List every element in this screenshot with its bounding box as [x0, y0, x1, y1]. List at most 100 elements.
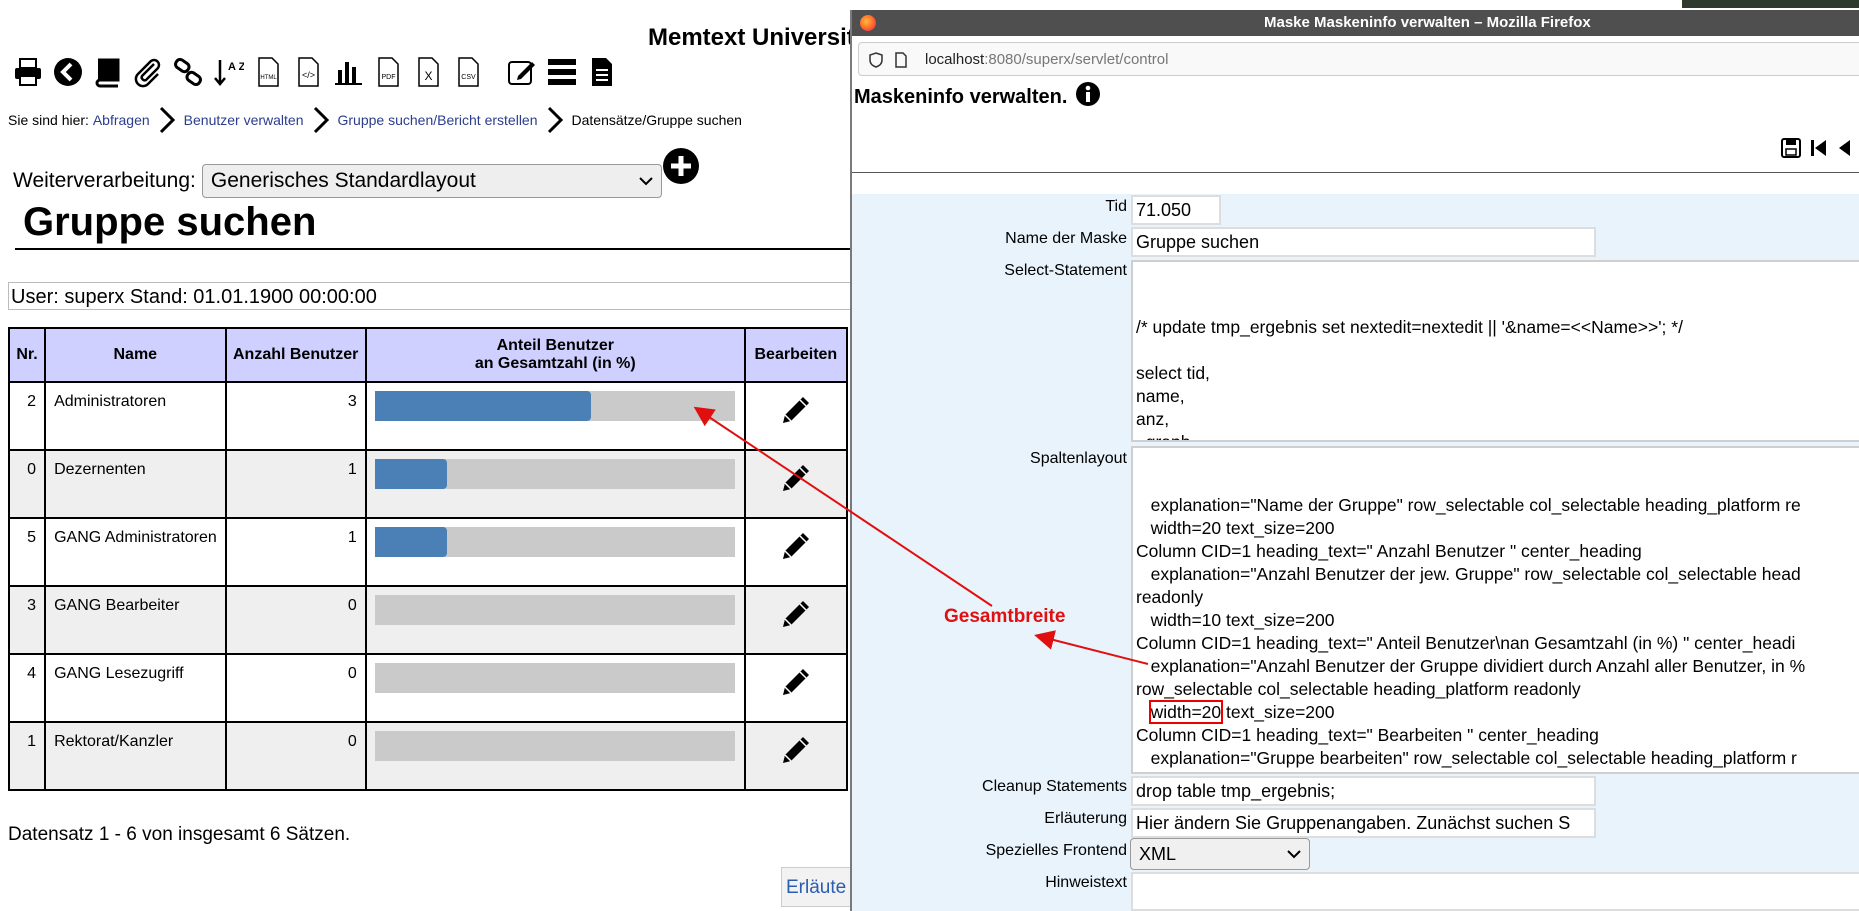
bar-track — [374, 663, 735, 693]
svg-text:A Z: A Z — [228, 61, 244, 73]
edit-form-icon[interactable] — [504, 54, 540, 90]
breadcrumb-prefix: Sie sind hier: — [8, 112, 89, 128]
table-header-row: Nr. Name Anzahl Benutzer Anteil Benutzer… — [7, 327, 849, 383]
breadcrumb-link-benutzer[interactable]: Benutzer verwalten — [183, 112, 304, 128]
save-icon[interactable] — [1780, 136, 1802, 160]
add-icon[interactable] — [662, 147, 700, 185]
pencil-icon[interactable] — [779, 665, 813, 699]
column-header-anzahl[interactable]: Anzahl Benutzer — [224, 327, 367, 383]
spalten-line: Column CID=1 heading_text=" Bearbeiten "… — [1136, 725, 1599, 745]
link-icon[interactable] — [170, 54, 206, 90]
shield-icon — [869, 52, 883, 68]
pencil-icon[interactable] — [779, 393, 813, 427]
cell-anzahl: 0 — [224, 585, 367, 655]
frontend-select[interactable]: XML — [1130, 838, 1310, 870]
background-window-edge — [1682, 0, 1859, 8]
weiterverarbeitung: Weiterverarbeitung: Generisches Standard… — [13, 164, 662, 198]
svg-text:HTML: HTML — [260, 75, 277, 81]
popup-heading-text: Maskeninfo verwalten. — [854, 86, 1068, 108]
cell-anteil — [364, 449, 746, 519]
paperclip-icon[interactable] — [130, 54, 166, 90]
csv-file-icon[interactable]: CSV — [450, 54, 486, 90]
breadcrumb-link-abfragen[interactable]: Abfragen — [92, 112, 150, 128]
hinweistext-field[interactable] — [1131, 872, 1859, 911]
back-icon[interactable] — [50, 54, 86, 90]
select-statement-textarea[interactable]: ——/* update tmp_ergebnis set nextedit=ne… — [1131, 260, 1859, 442]
tid-field[interactable]: 71.050 — [1131, 195, 1221, 225]
pdf-file-icon[interactable]: PDF — [370, 54, 406, 90]
print-icon[interactable] — [10, 54, 46, 90]
breadcrumb-link-gruppe[interactable]: Gruppe suchen/Bericht erstellen — [337, 112, 538, 128]
weiterverarbeitung-select[interactable]: Generisches Standardlayout — [201, 164, 662, 198]
url-bar[interactable]: localhost:8080/superx/servlet/control — [858, 42, 1859, 76]
cell-anteil — [364, 585, 746, 655]
document-icon[interactable] — [584, 54, 620, 90]
sort-az-icon[interactable]: A Z — [210, 54, 246, 90]
cell-nr: 1 — [7, 721, 47, 791]
breadcrumb-current: Datensätze/Gruppe suchen — [571, 112, 742, 128]
chevron-right-icon — [313, 106, 329, 134]
cell-bearbeiten — [743, 381, 849, 451]
svg-text:X: X — [424, 69, 432, 83]
weiterverarbeitung-label: Weiterverarbeitung: — [13, 169, 196, 192]
pencil-icon[interactable] — [779, 529, 813, 563]
select-line: anz, — [1136, 409, 1170, 429]
info-icon[interactable] — [1075, 81, 1101, 107]
excel-file-icon[interactable]: X — [410, 54, 446, 90]
firefox-icon — [860, 15, 876, 31]
bar-track — [374, 527, 735, 557]
pencil-icon[interactable] — [779, 733, 813, 767]
window-title: Maske Maskeninfo verwalten – Mozilla Fir… — [1264, 14, 1591, 31]
chevron-down-icon — [639, 177, 653, 186]
cell-name: GANG Bearbeiter — [44, 585, 227, 655]
chart-icon[interactable] — [330, 54, 366, 90]
cell-bearbeiten — [743, 653, 849, 723]
chevron-down-icon — [1287, 850, 1301, 859]
popup-heading: Maskeninfo verwalten. — [854, 81, 1101, 109]
previous-record-icon[interactable] — [1836, 136, 1858, 160]
cell-anteil — [364, 653, 746, 723]
spaltenlayout-textarea[interactable]: explanation="Name der Gruppe" row_select… — [1131, 446, 1859, 774]
book-icon[interactable] — [90, 54, 126, 90]
column-header-bearbeiten[interactable]: Bearbeiten — [743, 327, 849, 383]
xml-file-icon[interactable]: </> — [290, 54, 326, 90]
url-text: localhost:8080/superx/servlet/control — [925, 43, 1168, 77]
record-count: Datensatz 1 - 6 von insgesamt 6 Sätzen. — [8, 824, 351, 845]
pencil-icon[interactable] — [779, 597, 813, 631]
column-header-nr[interactable]: Nr. — [7, 327, 47, 383]
label-maskenname: Name der Maske — [1005, 230, 1127, 247]
erlaeuterung-field[interactable]: Hier ändern Sie Gruppenangaben. Zunächst… — [1131, 808, 1596, 838]
html-file-icon[interactable]: HTML — [250, 54, 286, 90]
url-path: :8080/superx/servlet/control — [984, 51, 1169, 68]
spalten-line: Column CID=1 heading_text=" Anzahl Benut… — [1136, 541, 1642, 561]
chevron-right-icon — [159, 106, 175, 134]
pencil-icon[interactable] — [779, 461, 813, 495]
line-rest: text_size=200 — [1221, 702, 1335, 722]
spalten-line: explanation="Anzahl Benutzer der Gruppe … — [1136, 656, 1806, 676]
list-icon[interactable] — [544, 54, 580, 90]
width-highlight: width=20 — [1148, 700, 1224, 724]
spalten-line: width=10 text_size=200 — [1136, 770, 1859, 772]
column-header-name[interactable]: Name — [44, 327, 227, 383]
cleanup-field[interactable]: drop table tmp_ergebnis; — [1131, 776, 1596, 806]
maskenname-field[interactable]: Gruppe suchen — [1131, 227, 1596, 257]
cell-anzahl: 0 — [224, 653, 367, 723]
spalten-line: width=20 text_size=200 — [1136, 700, 1859, 724]
frontend-value: XML — [1139, 843, 1177, 864]
popup-divider — [852, 172, 1859, 173]
cell-name: Administratoren — [44, 381, 227, 451]
label-select-statement: Select-Statement — [1004, 262, 1127, 279]
cell-nr: 4 — [7, 653, 47, 723]
cell-name: Dezernenten — [44, 449, 227, 519]
column-header-anteil-line2: an Gesamtzahl (in %) — [474, 355, 636, 372]
first-record-icon[interactable] — [1808, 136, 1830, 160]
label-spaltenlayout: Spaltenlayout — [1030, 450, 1127, 467]
bar-track — [374, 459, 735, 489]
erlaeuterung-button[interactable]: Erläute — [781, 867, 851, 907]
page-title: Gruppe suchen — [23, 200, 317, 244]
url-host: localhost — [925, 51, 985, 68]
